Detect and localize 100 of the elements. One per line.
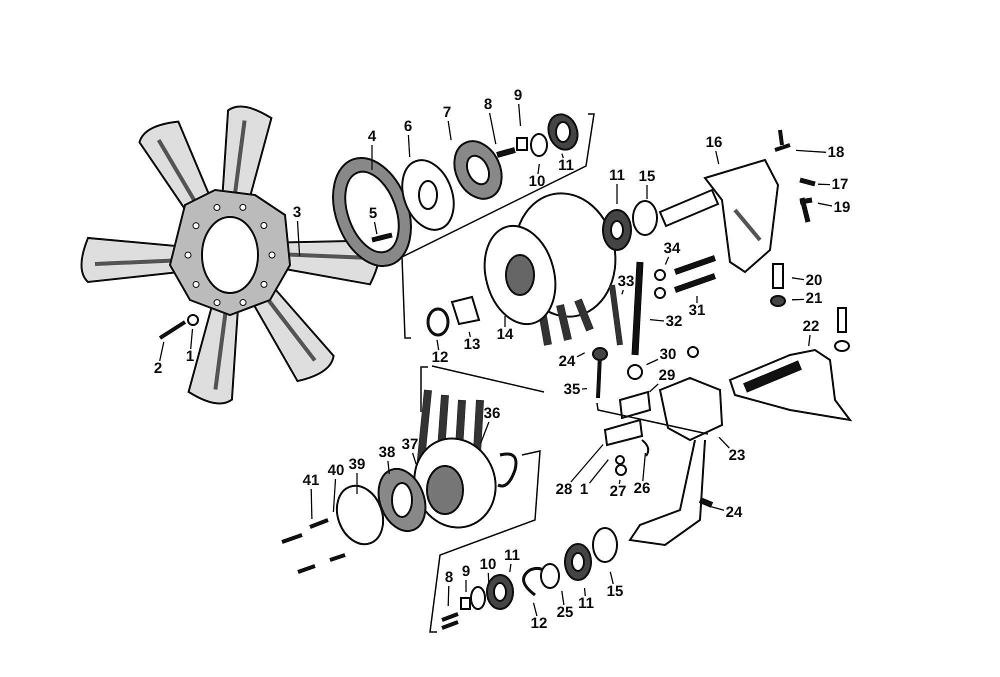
callout-number: 8 [444, 570, 454, 586]
leader-line [610, 572, 614, 584]
callout-number: 11 [504, 548, 520, 564]
callout-number: 38 [378, 445, 396, 461]
callout-number: 1 [580, 482, 588, 498]
leader-line [584, 588, 586, 596]
callout-number: 25 [556, 605, 574, 621]
leader-line [356, 473, 358, 494]
callout-number: 32 [666, 314, 682, 330]
callout-number: 20 [806, 273, 822, 289]
leader-line [582, 388, 588, 390]
leader-line [589, 459, 609, 484]
callout-number: 27 [610, 484, 626, 500]
callout-number: 30 [660, 347, 676, 363]
leader-line [616, 184, 618, 204]
callout-number: 11 [558, 158, 574, 174]
callout-number: 37 [402, 437, 418, 453]
leader-line [818, 184, 830, 186]
callout-number: 15 [606, 584, 624, 600]
leader-line [488, 572, 490, 582]
leader-line [159, 342, 164, 362]
leader-line [448, 586, 450, 606]
leader-line [468, 332, 471, 338]
leader-line [664, 256, 670, 265]
leader-line [561, 154, 564, 158]
leader-line [371, 145, 373, 170]
callout-number: 16 [706, 135, 722, 151]
leader-line [480, 422, 490, 445]
callout-number: 24 [558, 354, 576, 370]
callout-number: 34 [664, 241, 680, 257]
callout-number: 28 [556, 482, 572, 498]
leader-line [792, 277, 804, 280]
leader-line [532, 602, 538, 616]
leader-line [792, 298, 804, 300]
leader-line [618, 480, 621, 484]
leader-line [488, 112, 496, 144]
callout-number: 2 [154, 361, 162, 377]
leader-line [808, 334, 811, 346]
callout-number: 5 [368, 206, 378, 222]
callout-number: 17 [832, 177, 848, 193]
leader-line [718, 436, 730, 448]
callout-number: 31 [688, 303, 706, 319]
leader-line [465, 580, 467, 592]
leader-line [710, 506, 724, 511]
leader-line [296, 220, 300, 256]
leader-line [518, 104, 522, 126]
leader-line [646, 185, 648, 199]
callout-number: 36 [484, 406, 500, 422]
leader-line [576, 352, 585, 358]
callout-number: 26 [634, 481, 650, 497]
callout-number: 18 [828, 145, 844, 161]
callout-number: 12 [530, 616, 548, 632]
callout-number: 24 [726, 505, 742, 521]
callout-number: 41 [302, 473, 320, 489]
callout-number: 4 [368, 129, 376, 145]
callout-number: 9 [462, 564, 470, 580]
leader-line [436, 340, 440, 350]
leader-line [648, 384, 659, 392]
callout-number: 6 [404, 119, 412, 135]
callout-number: 8 [484, 97, 492, 113]
leader-line [715, 150, 720, 164]
callout-number: 23 [728, 448, 746, 464]
leader-line [650, 318, 664, 322]
leader-line [332, 478, 336, 512]
callout-number: 12 [432, 350, 448, 366]
callout-number: 11 [578, 596, 594, 612]
callout-number: 13 [464, 337, 480, 353]
callout-number: 15 [638, 169, 656, 185]
callout-number: 19 [834, 200, 850, 216]
callout-number: 40 [328, 463, 344, 479]
callout-number: 14 [496, 327, 514, 343]
callout-number: 35 [564, 382, 580, 398]
leader-line [448, 120, 452, 140]
callout-number: 3 [292, 205, 302, 221]
callout-number: 29 [658, 368, 676, 384]
leader-line [561, 590, 565, 606]
callout-number: 21 [806, 291, 822, 307]
leader-line [387, 460, 390, 474]
leader-line [509, 564, 512, 572]
leader-line [504, 316, 506, 327]
callout-number: 7 [442, 105, 452, 121]
callout-number: 33 [618, 274, 634, 290]
callout-number: 22 [802, 319, 820, 335]
callout-number: 39 [348, 457, 366, 473]
leader-line [412, 452, 417, 464]
leader-line [796, 150, 826, 153]
leader-line [646, 358, 658, 366]
leader-line [310, 488, 313, 520]
callout-number: 1 [186, 349, 194, 365]
callout-number: 9 [514, 88, 522, 104]
leader-line [696, 296, 698, 303]
leader-line [374, 222, 378, 234]
callout-number: 10 [528, 174, 546, 190]
callout-number: 10 [480, 557, 496, 573]
leader-line [642, 452, 646, 482]
callout-number: 11 [609, 168, 625, 184]
leader-line [621, 290, 624, 294]
leader-line [570, 444, 604, 482]
leader-line [537, 164, 540, 174]
leader-line [818, 202, 832, 207]
